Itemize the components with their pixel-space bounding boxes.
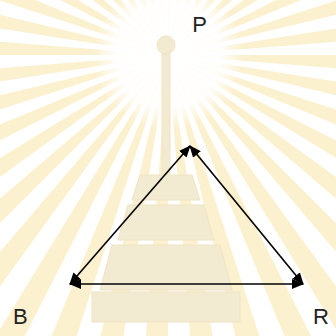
node-label: B	[13, 306, 28, 328]
double-arrow	[190, 146, 303, 284]
node-label: P	[192, 14, 207, 36]
point-node: P	[165, 8, 215, 146]
point-node: R	[303, 284, 333, 332]
double-arrow	[70, 283, 303, 285]
double-arrow	[70, 146, 190, 284]
point-node: B	[5, 284, 70, 332]
node-label: R	[313, 306, 329, 328]
